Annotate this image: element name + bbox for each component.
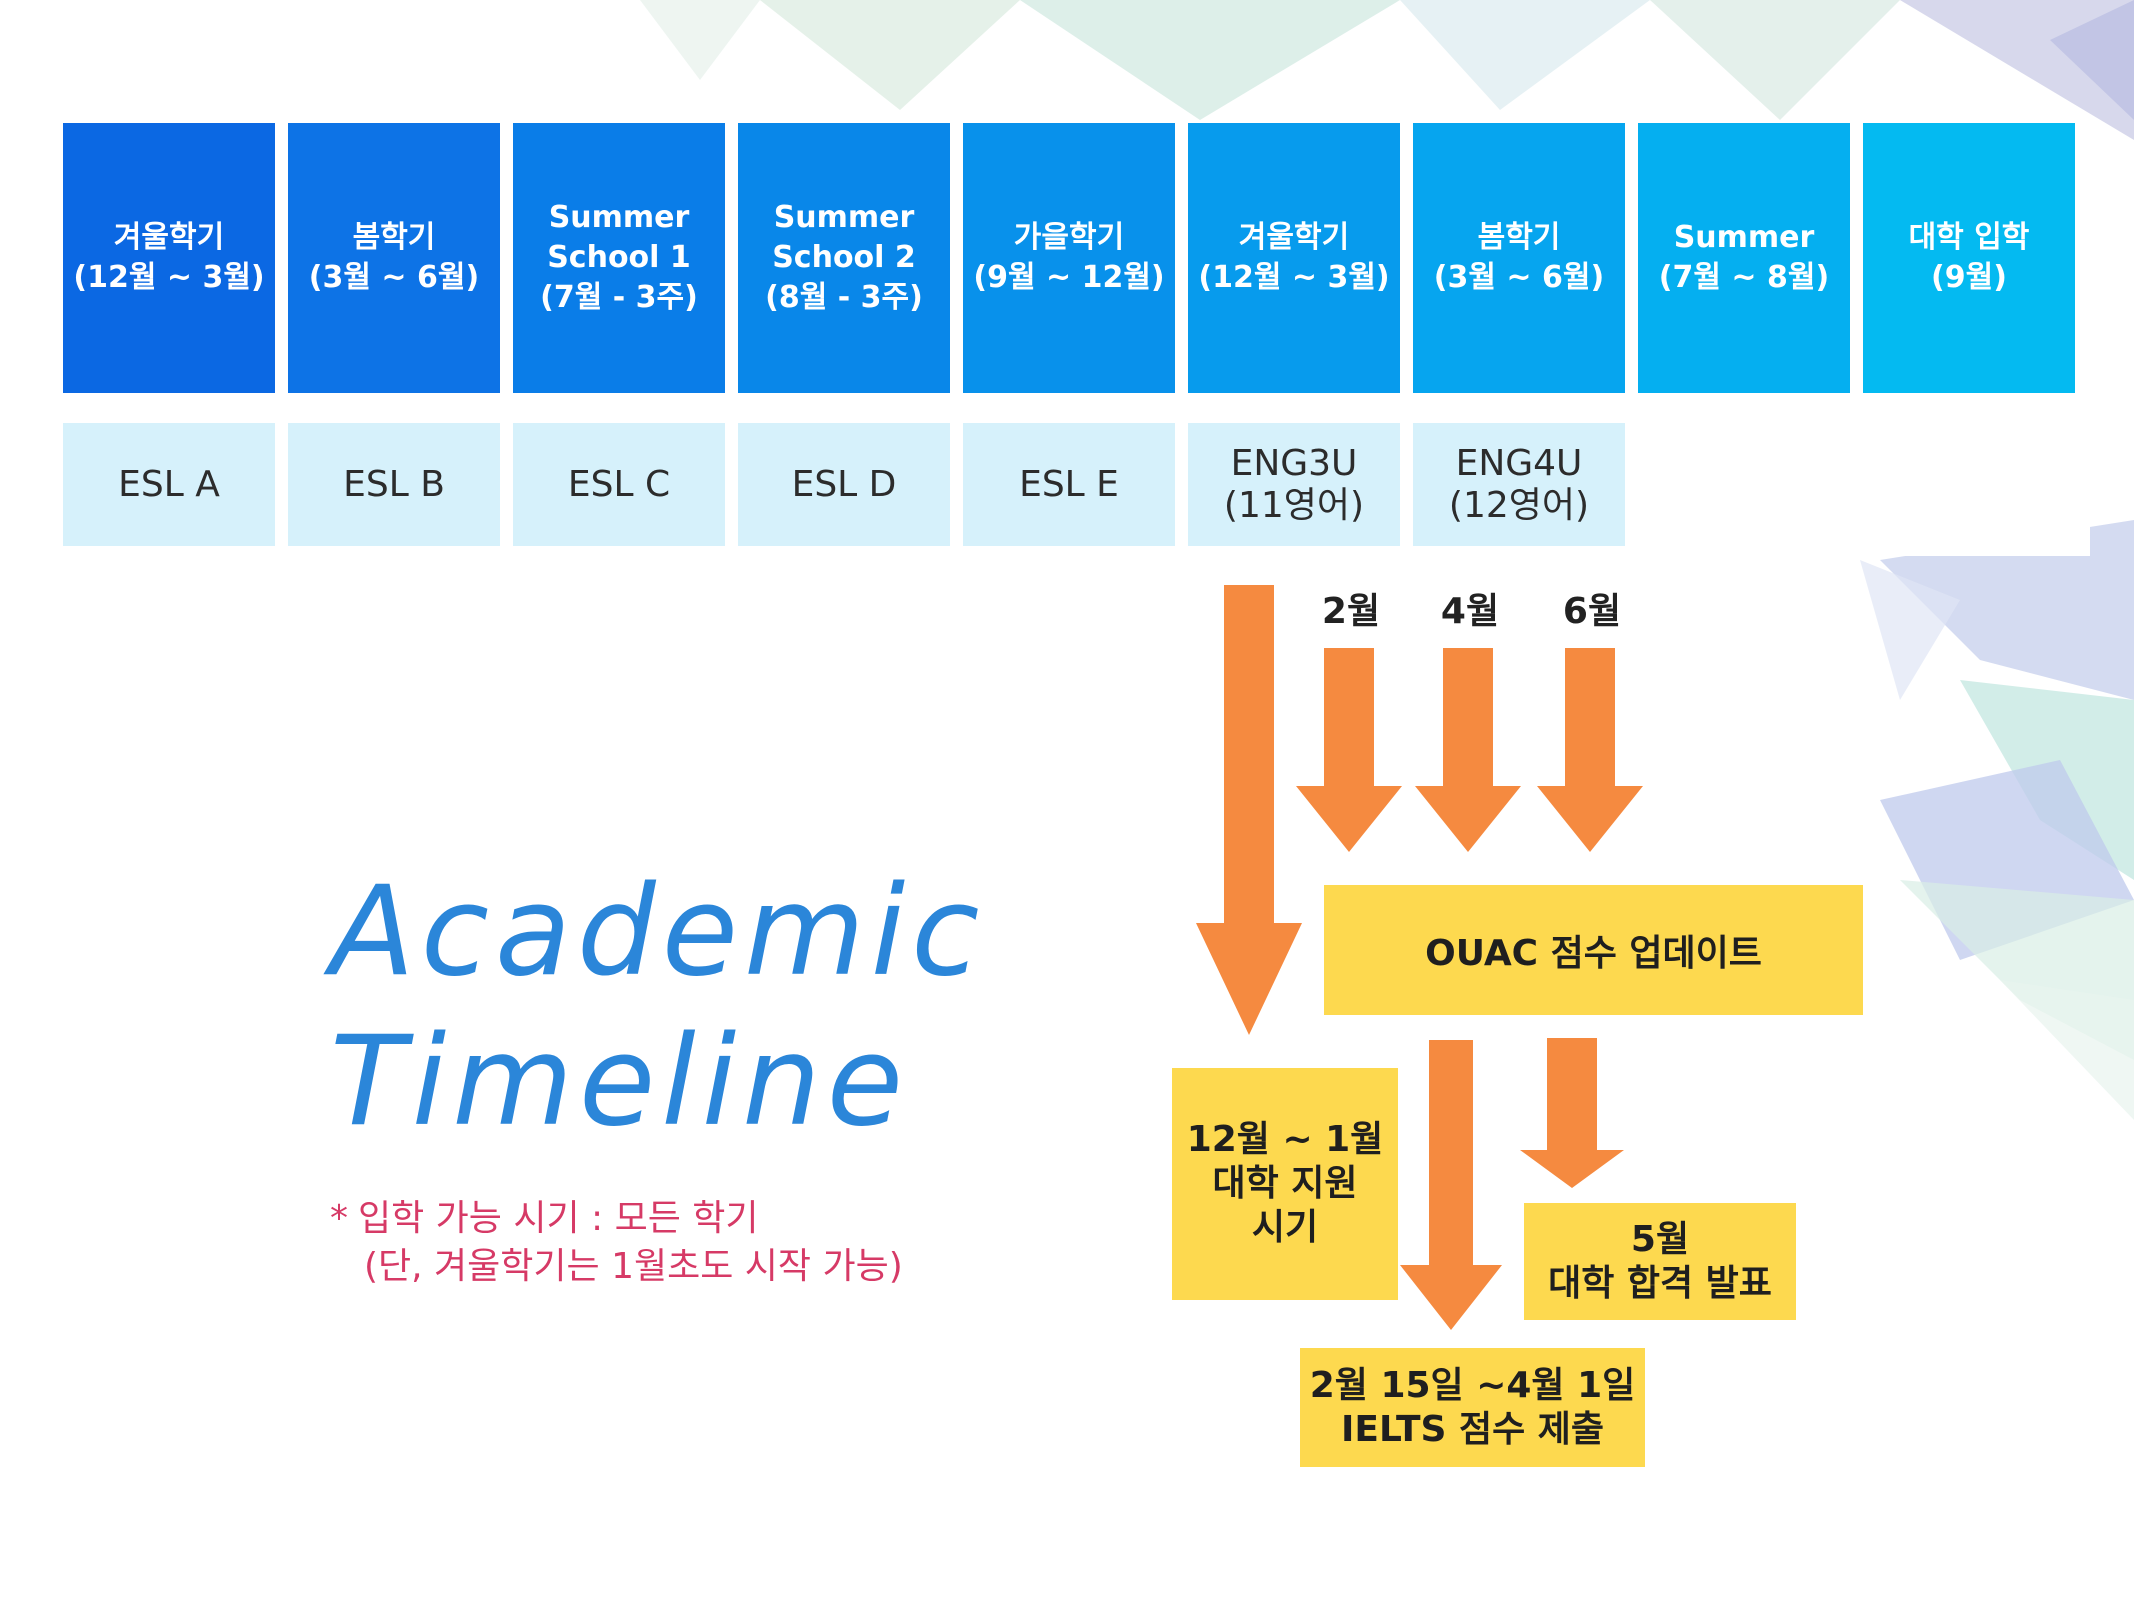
course-cell-esl-c: ESL C (513, 423, 725, 546)
term-cell-spring-1: 봄학기 (3월 ~ 6월) (288, 123, 500, 393)
arrow-main-down (1196, 585, 1302, 1035)
month-label-feb: 2월 (1321, 591, 1381, 632)
course-cell-esl-b: ESL B (288, 423, 500, 546)
term-cell-winter-1: 겨울학기 (12월 ~ 3월) (63, 123, 275, 393)
arrow-jun (1537, 648, 1643, 852)
note-line-2: (단, 겨울학기는 1월초도 시작 가능) (364, 1246, 903, 1287)
term-cell-summer: Summer (7월 ~ 8월) (1638, 123, 1850, 393)
course-cell-esl-d: ESL D (738, 423, 950, 546)
arrow-to-announce (1520, 1038, 1624, 1188)
course-cell-eng4u: ENG4U (12영어) (1413, 423, 1625, 546)
term-cell-summer-school-2: Summer School 2 (8월 - 3주) (738, 123, 950, 393)
ielts-submission-box: 2월 15일 ~4월 1일 IELTS 점수 제출 (1300, 1348, 1645, 1467)
asterisk-icon: * (330, 1198, 348, 1239)
course-cell-esl-a: ESL A (63, 423, 275, 546)
arrow-to-ielts (1400, 1040, 1502, 1330)
course-row-background (1625, 423, 2090, 556)
month-label-apr: 4월 (1440, 591, 1500, 632)
application-period-box: 12월 ~ 1월 대학 지원 시기 (1172, 1068, 1398, 1300)
note-line-1: 입학 가능 시기 : 모든 학기 (358, 1198, 759, 1239)
arrow-apr (1415, 648, 1521, 852)
course-cell-esl-e: ESL E (963, 423, 1175, 546)
ouac-update-box: OUAC 점수 업데이트 (1324, 885, 1863, 1015)
admission-announcement-box: 5월 대학 합격 발표 (1524, 1203, 1796, 1320)
term-cell-university-entry: 대학 입학 (9월) (1863, 123, 2075, 393)
term-cell-spring-2: 봄학기 (3월 ~ 6월) (1413, 123, 1625, 393)
month-label-jun: 6월 (1562, 591, 1622, 632)
arrow-feb (1296, 648, 1402, 852)
term-cell-fall: 가을학기 (9월 ~ 12월) (963, 123, 1175, 393)
term-row: 겨울학기 (12월 ~ 3월) 봄학기 (3월 ~ 6월) Summer Sch… (63, 123, 2088, 393)
course-cell-eng3u: ENG3U (11영어) (1188, 423, 1400, 546)
course-row: ESL A ESL B ESL C ESL D ESL E ENG3U (11영… (63, 423, 1638, 546)
admission-note: *입학 가능 시기 : 모든 학기 (단, 겨울학기는 1월초도 시작 가능) (330, 1195, 903, 1291)
title-line-2: Timeline (330, 1010, 910, 1154)
term-cell-winter-2: 겨울학기 (12월 ~ 3월) (1188, 123, 1400, 393)
title-line-1: Academic (330, 860, 986, 1004)
term-cell-summer-school-1: Summer School 1 (7월 - 3주) (513, 123, 725, 393)
